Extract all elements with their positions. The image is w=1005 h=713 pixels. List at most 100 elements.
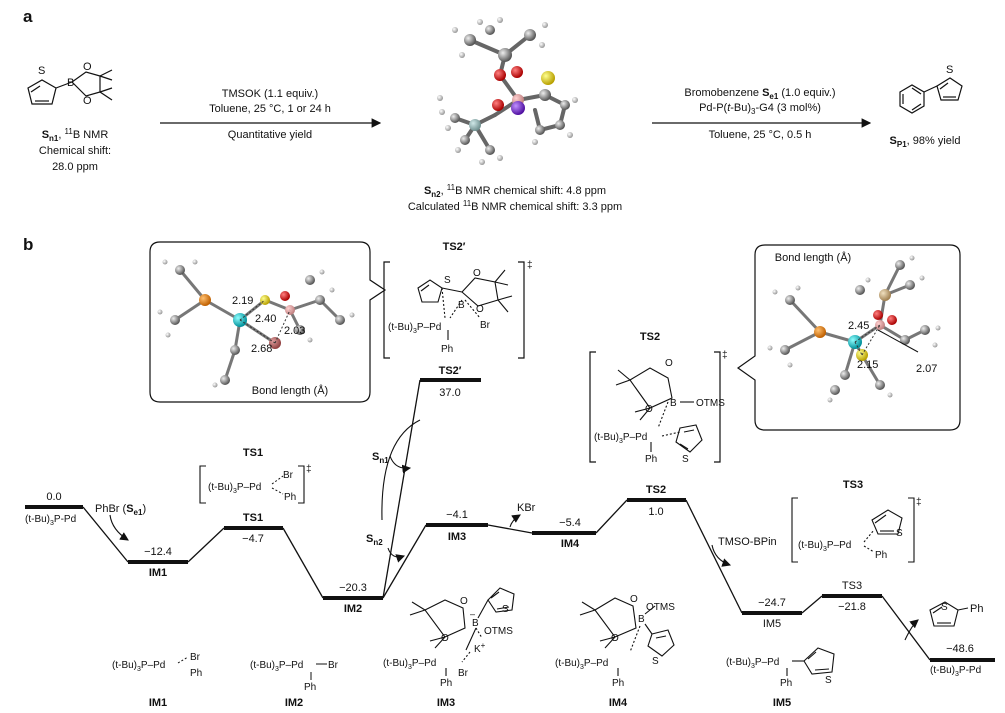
value-im2: −20.3 — [339, 582, 367, 594]
label-im3: IM3 — [448, 531, 466, 543]
ts2p-br: Br — [480, 320, 491, 331]
ts2p-pd-formula: (t-Bu)3P–Pd — [388, 322, 441, 335]
ts2p-dagger: ‡ — [527, 260, 533, 271]
im4-ph: Ph — [612, 678, 624, 689]
bond-length-2-03: 2.03 — [284, 325, 305, 337]
im4-otms: OTMS — [646, 602, 675, 613]
im3-o1: O — [460, 596, 468, 607]
im5-pd-formula: (t-Bu)3P–Pd — [726, 657, 779, 670]
annotation-kbr: KBr — [517, 502, 536, 514]
ts2p-ph: Ph — [441, 344, 453, 355]
ts1-title: TS1 — [243, 447, 263, 459]
im4-s: S — [652, 656, 659, 667]
label-im1: IM1 — [149, 567, 167, 579]
ts2-title: TS2 — [640, 331, 660, 343]
arrow2-condition-3: Toluene, 25 °C, 0.5 h — [709, 129, 812, 141]
ts2-structure — [615, 367, 703, 453]
value-ts1: −4.7 — [242, 533, 264, 545]
bond-length-2-68: 2.68 — [251, 343, 272, 355]
ts2-s-atom: S — [682, 454, 689, 465]
im5-s: S — [825, 675, 832, 686]
ts1-dagger: ‡ — [306, 464, 312, 475]
ts2-otms: OTMS — [696, 398, 725, 409]
ts2-dagger: ‡ — [722, 350, 728, 361]
free-product-ph: Ph — [970, 603, 983, 615]
value-im5: −24.7 — [758, 597, 786, 609]
im4-structure — [579, 597, 675, 676]
sn1-o2-atom: O — [83, 95, 92, 107]
arrow2-condition-2: Pd-P(t-Bu)3-G4 (3 mol%) — [699, 102, 821, 116]
bubble-left — [149, 241, 387, 403]
ts2p-3d-model — [157, 259, 355, 388]
annotation-sn1: Sn1 — [372, 451, 389, 465]
im3-minus: – — [470, 609, 475, 619]
sn1-caption-line1: Sn1, 11B NMR — [42, 127, 109, 143]
ts2p-structure — [417, 269, 513, 340]
sn2-caption-line2: Calculated 11B NMR chemical shift: 3.3 p… — [408, 199, 622, 213]
sn1-o1-atom: O — [83, 61, 92, 73]
bottom-label-im4: IM4 — [609, 697, 628, 709]
im3-o2: O — [441, 633, 449, 644]
bottom-label-im2: IM2 — [285, 697, 303, 709]
bubble-left-caption: Bond length (Å) — [252, 384, 328, 397]
ts1-pd-formula: (t-Bu)3P–Pd — [208, 482, 261, 495]
sn1-structure — [27, 69, 113, 105]
im3-otms: OTMS — [484, 626, 513, 637]
ts2p-b-atom: B — [458, 300, 465, 311]
im4-o2: O — [611, 633, 619, 644]
im3-k: K+ — [474, 641, 486, 655]
value-ts2p: 37.0 — [439, 387, 460, 399]
im3-pd-formula: (t-Bu)3P–Pd — [383, 658, 436, 671]
ts3-s-atom: S — [896, 528, 903, 539]
value-im3: −4.1 — [446, 509, 468, 521]
free-product-s: S — [941, 602, 948, 613]
sn1-caption-line2: Chemical shift: — [39, 145, 111, 157]
bond-length-2-15: 2.15 — [857, 359, 878, 371]
energy-levels — [25, 378, 995, 662]
label-ts2: TS2 — [646, 484, 666, 496]
ts2-o2-atom: O — [645, 404, 653, 415]
sn2-3d-model — [437, 17, 578, 165]
bubble-right — [736, 244, 961, 431]
im3-br: Br — [458, 668, 469, 679]
bond-length-2-45: 2.45 — [848, 320, 869, 332]
bond-length-2-40: 2.40 — [255, 313, 276, 325]
bottom-label-im1: IM1 — [149, 697, 167, 709]
value-im1: −12.4 — [144, 546, 172, 558]
value-ts2: 1.0 — [648, 506, 663, 518]
im3-structure — [409, 587, 515, 676]
im4-b: B — [638, 614, 645, 625]
ts2-b-atom: B — [670, 398, 677, 409]
ts2-3d-model — [767, 255, 941, 403]
annotation-sn2: Sn2 — [366, 533, 383, 547]
im2-br: Br — [328, 660, 339, 671]
sn2-caption-line1: Sn2, 11B NMR chemical shift: 4.8 ppm — [424, 183, 606, 199]
im1-ph: Ph — [190, 668, 202, 679]
ts2p-o2-atom: O — [476, 304, 484, 315]
label-ts3: TS3 — [842, 580, 862, 592]
annotation-tmso-bpin: TMSO-BPin — [718, 536, 777, 548]
annotation-arrows — [109, 419, 919, 641]
arrow1-condition-1: TMSOK (1.1 equiv.) — [222, 88, 318, 100]
arrow2-condition-1: Bromobenzene Se1 (1.0 equiv.) — [684, 87, 835, 101]
label-im5: IM5 — [763, 618, 781, 630]
product-caption: SP1, 98% yield — [890, 135, 961, 149]
ts3-pd-formula: (t-Bu)3P–Pd — [798, 540, 851, 553]
ts3-dagger: ‡ — [916, 497, 922, 508]
ts2p-s-atom: S — [444, 275, 451, 286]
value-ts3: −21.8 — [838, 601, 866, 613]
im3-ph: Ph — [440, 678, 452, 689]
panel-b-label: b — [23, 235, 33, 254]
product-thiophene-ph — [929, 601, 969, 627]
ts2-pd-formula: (t-Bu)3P–Pd — [594, 432, 647, 445]
ts2-ph: Ph — [645, 454, 657, 465]
im4-o1: O — [630, 594, 638, 605]
value-start: 0.0 — [46, 491, 61, 503]
im5-ph: Ph — [780, 678, 792, 689]
ts3-ph: Ph — [875, 550, 887, 561]
bubble-right-pointer — [877, 329, 919, 353]
label-im4: IM4 — [561, 538, 580, 550]
im2-pd-formula: (t-Bu)3P–Pd — [250, 660, 303, 673]
im5-structure — [786, 647, 835, 676]
